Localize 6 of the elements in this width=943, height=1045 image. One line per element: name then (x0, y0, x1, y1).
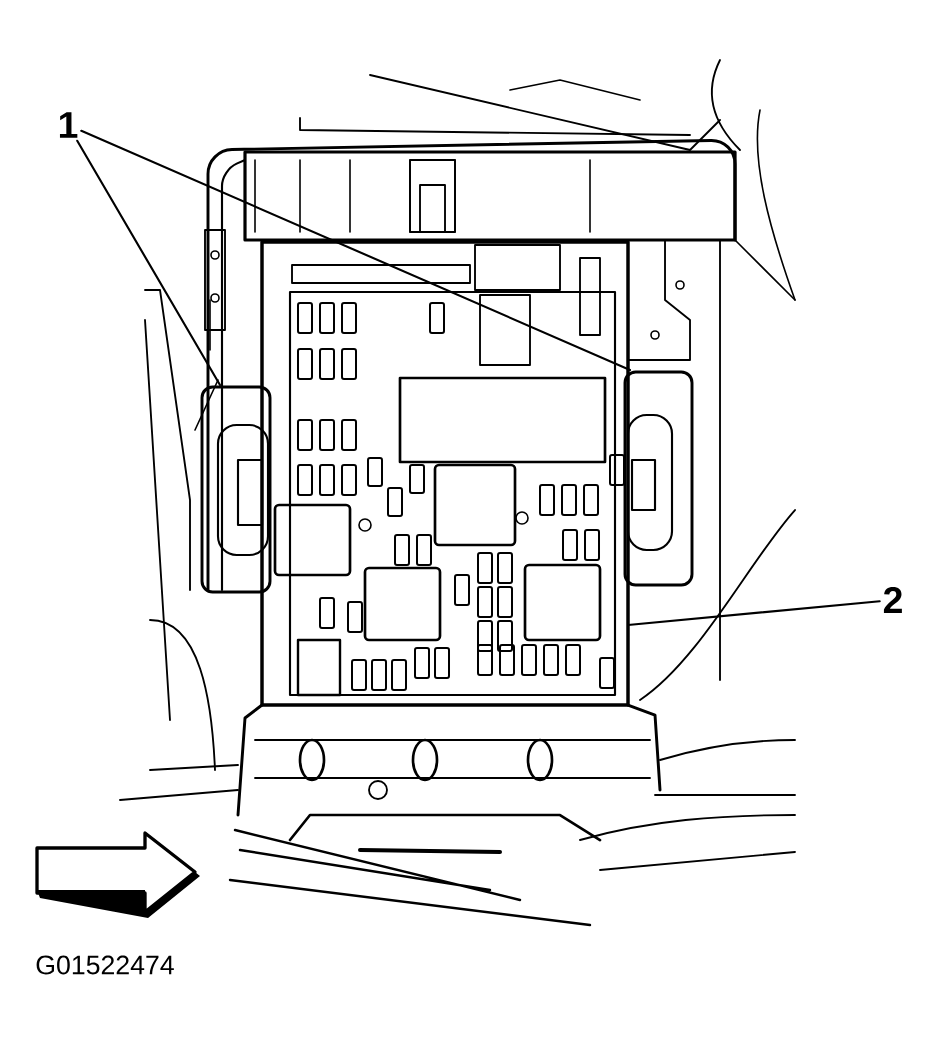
leader-line (626, 600, 881, 627)
callout-number: 1 (59, 112, 78, 138)
leader-line (80, 129, 632, 372)
leader-line (76, 139, 222, 387)
figure-code: G01522474 (36, 955, 174, 975)
callout-number: 2 (883, 587, 902, 614)
